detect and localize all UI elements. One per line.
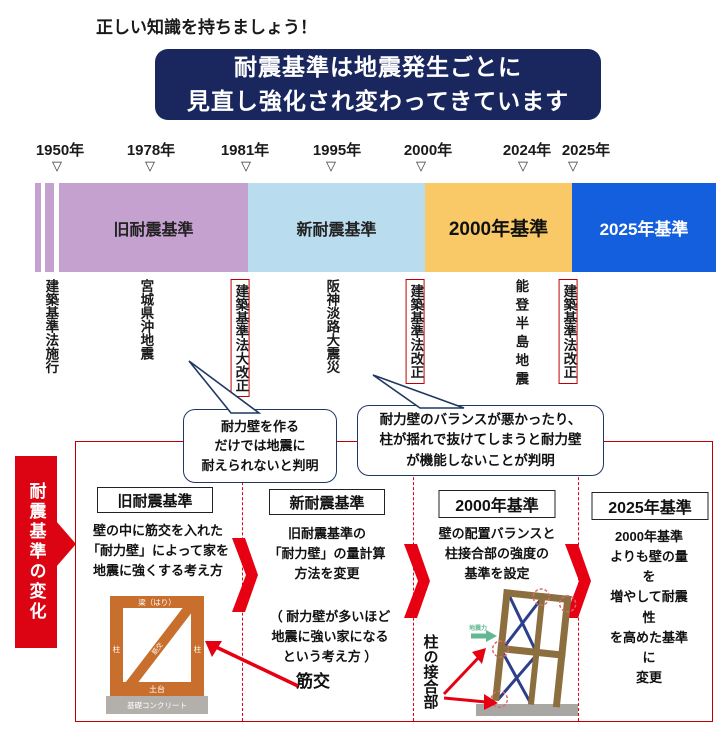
column-note-new-standard: （ 耐力壁が多いほど 地震に強い家になる という考え方 ） xyxy=(269,609,391,665)
side-banner-arrow-icon xyxy=(56,521,76,567)
mid-post xyxy=(527,592,546,705)
year-label-2025: 2025年 xyxy=(561,142,611,159)
x-brace xyxy=(497,655,537,701)
right-post xyxy=(552,595,572,708)
title-banner-line1: 耐震基準は地震発生ごとに xyxy=(234,54,522,81)
side-banner: 耐震基準の変化 xyxy=(15,456,57,648)
year-label-1978: 1978年 xyxy=(126,142,176,159)
red-chevron-icon xyxy=(404,544,430,618)
x-brace xyxy=(502,598,543,649)
seismic-force-arrowhead xyxy=(486,630,497,642)
event-label-miyagi-earthquake: 宮城県沖地震 xyxy=(137,279,154,360)
timeline-stripe xyxy=(45,183,54,272)
column-header-old-standard: 旧耐震基準 xyxy=(97,487,213,513)
year-marker-icon: ▽ xyxy=(326,158,336,173)
foundation-block xyxy=(476,704,578,716)
year-label-2000: 2000年 xyxy=(403,142,453,159)
tilted-frame-diagram: 地震力 xyxy=(469,588,578,716)
year-label-1995: 1995年 xyxy=(312,142,362,159)
column-body-2000-standard: 壁の配置バランスと 柱接合部の強度の 基準を設定 xyxy=(438,526,556,582)
beam-label: 梁（はり） xyxy=(138,598,176,607)
callout-right: 耐力壁のバランスが悪かったり、 柱が揺れで抜けてしまうと耐力壁 が機能しないこと… xyxy=(357,405,604,476)
sill-label: 土台 xyxy=(149,684,165,694)
brace-annotation: 筋交 xyxy=(296,672,330,691)
foundation-label: 基礎コンクリート xyxy=(127,700,187,710)
beam-member xyxy=(110,596,204,608)
left-post xyxy=(492,589,511,702)
brace-annotation-arrow-icon xyxy=(205,641,299,688)
column-divider xyxy=(578,442,579,721)
event-label-major-amendment: 建築基準法大改正 xyxy=(230,279,250,397)
joint-marker xyxy=(558,595,577,613)
title-banner-line2: 見直し強化され変わってきています xyxy=(186,87,570,114)
callout-left-tail-icon xyxy=(188,360,262,414)
callout-right-tail-icon xyxy=(372,374,465,409)
joint-annotation: 柱の接合部 xyxy=(421,634,439,709)
year-label-1950: 1950年 xyxy=(35,142,85,159)
diagonal-brace-member xyxy=(122,600,196,694)
page-tagline: 正しい知識を持ちましょう！ xyxy=(96,18,317,37)
seismic-force-label: 地震力 xyxy=(469,624,487,632)
top-beam xyxy=(503,589,572,604)
left-pillar-label: 柱 xyxy=(113,644,121,654)
timeline-segment-2025-standard: 2025年基準 xyxy=(572,183,716,272)
event-label-noto-earthquake: 能登半島地震 xyxy=(512,279,529,390)
joint-annotation-arrows-icon xyxy=(442,648,498,710)
column-header-2000-standard: 2000年基準 xyxy=(438,490,556,518)
mid-beam xyxy=(497,644,566,659)
column-body-2025-standard: 2000年基準 よりも壁の量を 増やして耐震性 を高めた基準に 変更 xyxy=(609,529,688,685)
right-pillar-member xyxy=(191,596,204,696)
timeline-stripe xyxy=(35,183,41,272)
year-label-2024: 2024年 xyxy=(502,142,552,159)
column-body-old-standard: 壁の中に筋交を入れた 「耐力壁」によって家を 地震に強くする考え方 xyxy=(87,523,229,579)
year-marker-icon: ▽ xyxy=(568,158,578,173)
callout-left: 耐力壁を作る だけでは地震に 耐えられないと判明 xyxy=(183,409,337,483)
year-marker-icon: ▽ xyxy=(518,158,528,173)
column-body-new-standard: 旧耐震基準の 「耐力壁」の量計算 方法を変更 xyxy=(268,526,386,582)
red-chevron-icon xyxy=(565,544,591,618)
event-label-hanshin-earthquake: 阪神淡路大震災 xyxy=(323,279,340,374)
timeline-segment-2000-standard: 2000年基準 xyxy=(425,183,572,272)
foundation-block xyxy=(106,696,208,714)
year-marker-icon: ▽ xyxy=(145,158,155,173)
column-divider xyxy=(242,442,243,721)
side-banner-label: 耐震基準の変化 xyxy=(26,482,46,622)
event-label-building-standards-act: 建築基準法施行 xyxy=(42,279,59,374)
year-marker-icon: ▽ xyxy=(241,158,251,173)
title-banner: 耐震基準は地震発生ごとに 見直し強化され変わってきています xyxy=(155,49,601,120)
year-marker-icon: ▽ xyxy=(52,158,62,173)
column-header-2025-standard: 2025年基準 xyxy=(591,492,709,520)
event-label-amendment-2000: 建築基準法改正 xyxy=(405,279,425,384)
timeline-segment-old-standard: 旧耐震基準 xyxy=(59,183,248,272)
column-divider xyxy=(413,442,414,721)
event-label-amendment-2025: 建築基準法改正 xyxy=(558,279,578,384)
year-marker-icon: ▽ xyxy=(416,158,426,173)
right-pillar-label: 柱 xyxy=(194,644,202,654)
year-label-1981: 1981年 xyxy=(220,142,270,159)
red-chevron-icon xyxy=(232,538,258,612)
column-header-new-standard: 新耐震基準 xyxy=(269,489,385,515)
timeline-segment-new-standard: 新耐震基準 xyxy=(248,183,425,272)
braced-wall-diagram: 基礎コンクリート 梁（はり） 柱 柱 筋交 土台 xyxy=(106,596,208,714)
left-pillar-member xyxy=(110,596,123,696)
